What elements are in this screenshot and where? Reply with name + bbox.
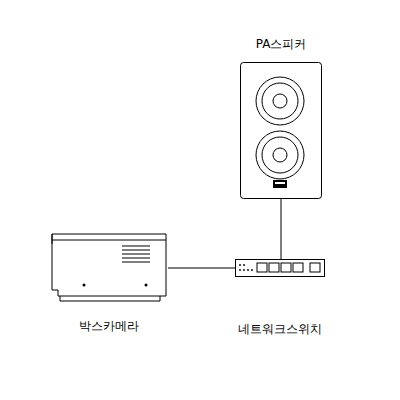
node-label: 네트워크스위치: [238, 321, 322, 338]
network-switch: 네트워크스위치: [235, 259, 325, 277]
pa-speaker-illustration: [240, 62, 322, 199]
network-switch-illustration: [235, 259, 325, 277]
box-camera: 박스카메라: [50, 230, 168, 302]
cable-line: [168, 268, 235, 269]
node-label: PA스피커: [256, 36, 307, 53]
pa-speaker: PA스피커: [240, 62, 322, 199]
cable-line: [281, 199, 282, 259]
node-label: 박스카메라: [79, 318, 139, 335]
box-camera-illustration: [50, 230, 168, 302]
